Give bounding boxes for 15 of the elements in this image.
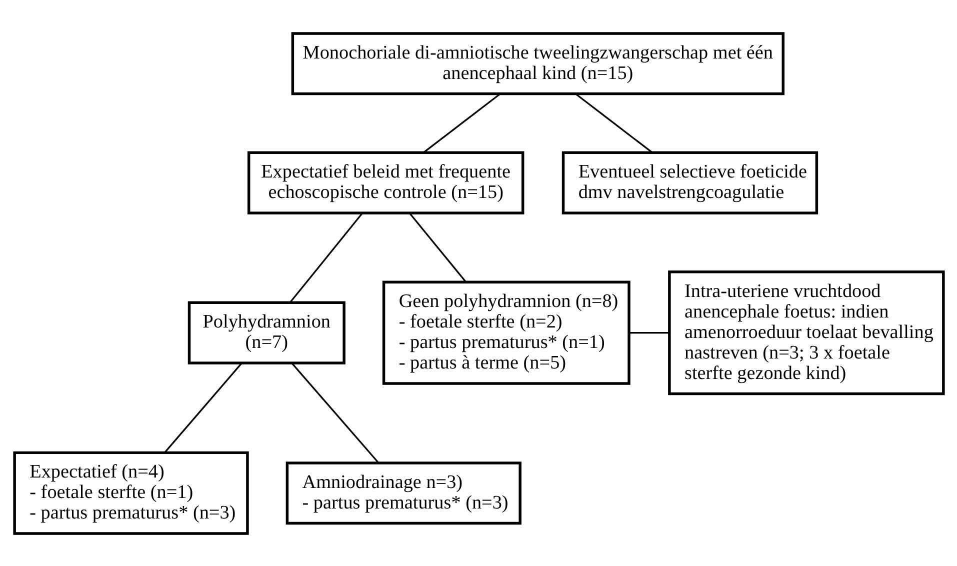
node-box: Expectatief (n=4) - foetale sterfte (n=1) - partus prematurus* (n=3) — [12, 450, 248, 534]
connector — [164, 362, 242, 452]
node-box: Polyhydramnion (n=7) — [187, 300, 345, 364]
connector — [290, 362, 378, 463]
node-box: Geen polyhydramnion (n=8) - foetale sterfte (n=2) - partus prematurus* (n=1) - partus à terme (n=5) — [382, 280, 630, 384]
connector — [422, 92, 500, 153]
connector — [628, 332, 669, 334]
connector — [408, 212, 466, 282]
node-box: Expectatief beleid met frequente echoscopische controle (n=15) — [246, 150, 524, 214]
node-box: Amniodrainage n=3) - partus prematurus* (n=3) — [285, 461, 521, 524]
node-box: Monochoriale di-amniotische tweelingzwangerschap met één anencephaal kind (n=15) — [290, 32, 784, 95]
connector — [574, 92, 652, 153]
connector — [289, 212, 362, 302]
node-box: Intra-uteriene vruchtdood anencephale foetus: indien amenorroeduur toelaat bevalling nastreven (n=3; 3 x foetale sterfte gezonde kind) — [668, 270, 944, 395]
node-box: Eventueel selectieve foeticide dmv navelstrengcoagulatie — [561, 150, 818, 214]
